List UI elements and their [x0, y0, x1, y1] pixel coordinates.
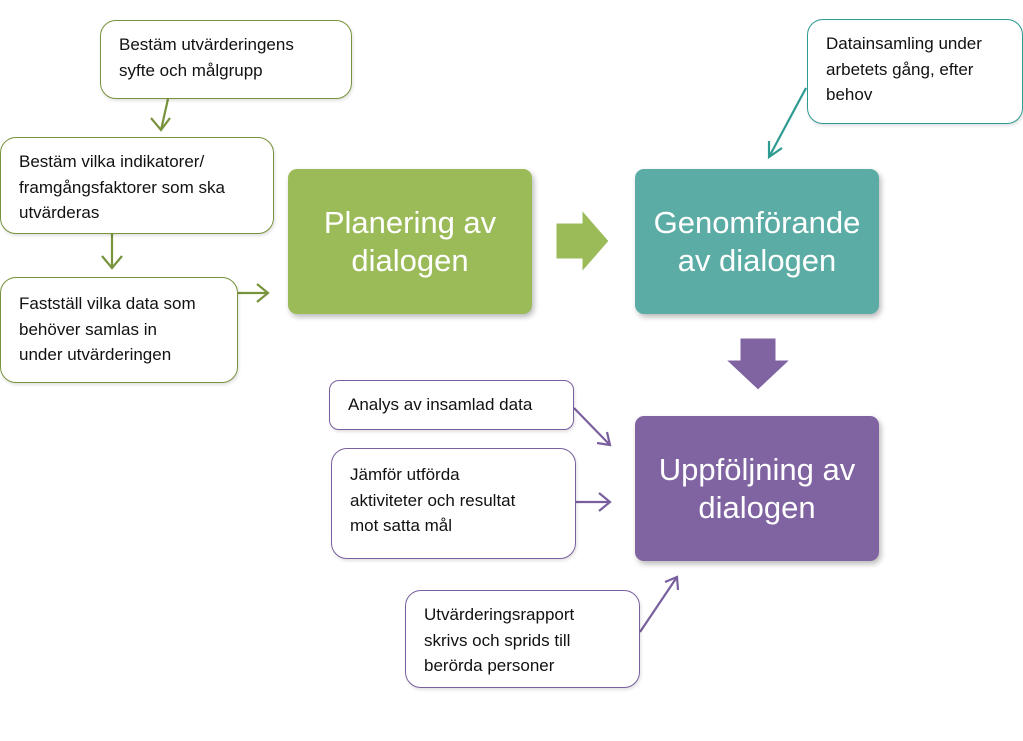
arrow-note2-to-note3: [101, 234, 123, 270]
note-line: skrivs och sprids till: [424, 630, 571, 650]
stage-execution-line1: Genomförande: [653, 204, 861, 240]
stage-followup-line2: dialogen: [698, 489, 816, 525]
note-line: Utvärderingsrapport: [424, 605, 575, 624]
stage-followup-line1: Uppföljning av: [658, 451, 856, 487]
arrow-datacollection-to-execution: [767, 87, 807, 160]
arrow-note3-to-planning: [238, 283, 270, 303]
note-line: Bestäm vilka indikatorer/: [19, 152, 205, 171]
note-line: arbetets gång, efter: [826, 59, 974, 79]
note-line: Datainsamling under: [826, 34, 982, 53]
note-line: aktiviteter och resultat: [350, 490, 516, 510]
note-data-collection: Datainsamling under arbetets gång, efter…: [807, 19, 1023, 124]
note-data-to-collect: Fastställ vilka data som behöver samlas …: [0, 277, 238, 383]
note-analysis: Analys av insamlad data: [329, 380, 574, 430]
note-evaluation-report: Utvärderingsrapport skrivs och sprids ti…: [405, 590, 640, 688]
note-purpose-and-audience: Bestäm utvärderingens syfte och målgrupp: [100, 20, 352, 99]
block-arrow-planning-to-execution: [555, 208, 610, 274]
arrow-compare-to-followup: [576, 492, 612, 512]
note-indicators: Bestäm vilka indikatorer/ framgångsfakto…: [0, 137, 274, 234]
stage-planning: Planering av dialogen: [288, 169, 532, 314]
note-line: berörda personer: [424, 656, 555, 675]
arrow-report-to-followup: [639, 575, 680, 633]
note-line: mot satta mål: [350, 516, 453, 535]
stage-planning-line1: Planering av: [323, 204, 497, 240]
note-line: behöver samlas in: [19, 319, 157, 339]
note-line: behov: [826, 85, 873, 104]
stage-planning-line2: dialogen: [351, 242, 469, 278]
stage-followup: Uppföljning av dialogen: [635, 416, 879, 561]
note-line: utvärderas: [19, 203, 100, 222]
arrow-analysis-to-followup: [573, 407, 612, 447]
note-line: framgångsfaktorer som ska: [19, 177, 225, 197]
note-line: Bestäm utvärderingens: [119, 35, 294, 54]
arrow-note1-to-note2: [150, 98, 171, 132]
block-arrow-execution-to-followup: [724, 337, 792, 391]
note-line: Analys av insamlad data: [348, 395, 533, 414]
note-line: syfte och målgrupp: [119, 60, 263, 80]
note-line: Fastställ vilka data som: [19, 294, 196, 313]
note-line: under utvärderingen: [19, 345, 172, 364]
note-line: Jämför utförda: [350, 465, 460, 484]
stage-execution: Genomförande av dialogen: [635, 169, 879, 314]
stage-execution-line2: av dialogen: [677, 242, 837, 278]
note-compare-results: Jämför utförda aktiviteter och resultat …: [331, 448, 576, 559]
